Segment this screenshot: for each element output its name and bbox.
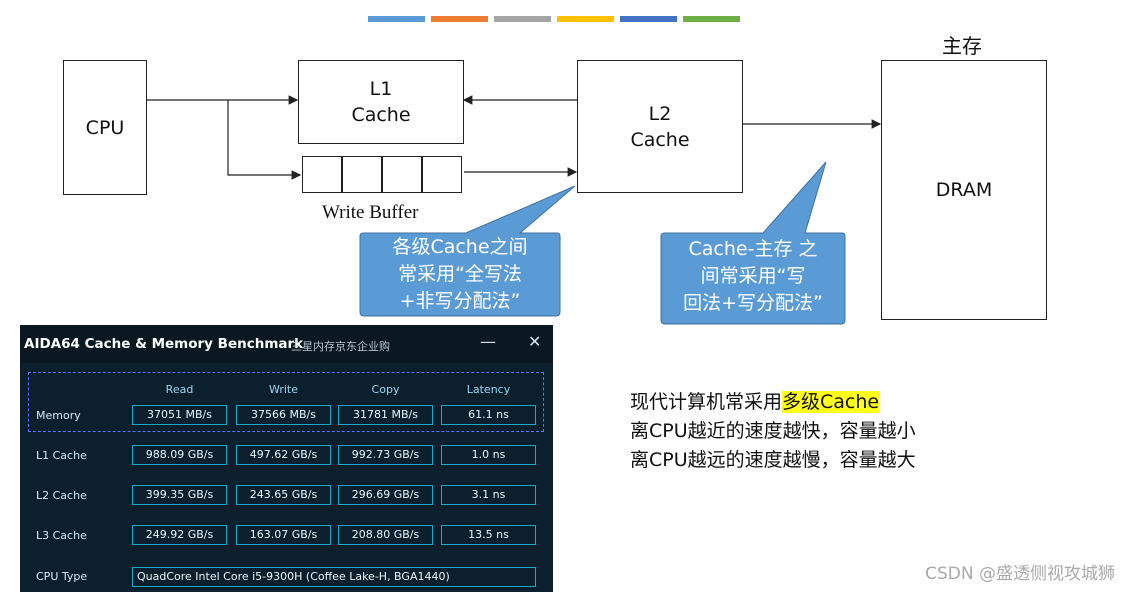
callout-right-text: Cache-主存 之 间常采用“写 回法+写分配法” [683,238,823,314]
aida64-title: AIDA64 Cache & Memory Benchmark [24,336,304,352]
write-buffer-cell [342,156,382,193]
dram-box: DRAM [881,60,1047,320]
write-buffer-cell [302,156,342,193]
memory-row-frame [28,372,544,432]
memory-read-value: 37051 MB/s [132,405,227,425]
l2-cache-box: L2 Cache [577,60,743,193]
top-color-bar-segment [620,16,677,22]
column-header-write: Write [268,383,299,396]
notes-line-1-prefix: 现代计算机常采用 [630,391,783,413]
l3-copy-value: 208.80 GB/s [338,525,433,545]
l2-latency-value: 3.1 ns [441,485,536,505]
close-icon[interactable]: ✕ [528,332,542,351]
top-color-bar-segment [431,16,488,22]
cpu-label: CPU [85,116,125,139]
memory-latency-value: 61.1 ns [441,405,536,425]
write-buffer-label: Write Buffer [322,202,419,223]
notes-highlight: 多级Cache [782,391,880,413]
row-label-l2: L2 Cache [36,489,87,502]
notes-line-1: 现代计算机常采用多级Cache [630,388,916,417]
aida64-subtitle: 三星内存京东企业购 [291,340,390,353]
l2-cache-label: L2 Cache [630,102,690,151]
top-color-bar-segment [494,16,551,22]
top-color-bar-segment [683,16,740,22]
l2-read-value: 399.35 GB/s [132,485,227,505]
callout-right-shape [660,161,846,325]
dram-label: DRAM [935,179,993,201]
memory-write-value: 37566 MB/s [236,405,331,425]
cpu-box: CPU [63,60,147,195]
column-header-latency: Latency [466,383,511,396]
cpu-wb-arrow [227,100,302,180]
callout-left-text: 各级Cache之间 常采用“全写法 +非写分配法” [392,236,528,312]
row-label-memory: Memory [36,409,81,422]
aida64-titlebar [20,325,553,363]
l2-write-value: 243.65 GB/s [236,485,331,505]
write-buffer-cell [382,156,422,193]
aida64-benchmark-window: AIDA64 Cache & Memory Benchmark 三星内存京东企业… [20,325,553,592]
row-label-cpu-type: CPU Type [36,570,88,583]
l1-cache-box: L1 Cache [298,60,464,144]
column-header-copy: Copy [371,383,400,396]
l1-copy-value: 992.73 GB/s [338,445,433,465]
l1-latency-value: 1.0 ns [441,445,536,465]
main-memory-label: 主存 [942,34,982,58]
notes-line-2: 离CPU越近的速度越快，容量越小 [630,420,916,442]
row-label-l3: L3 Cache [36,529,87,542]
top-color-bar-segment [368,16,425,22]
l3-read-value: 249.92 GB/s [132,525,227,545]
l3-latency-value: 13.5 ns [441,525,536,545]
cpu-type-value: QuadCore Intel Core i5-9300H (Coffee Lak… [132,567,536,587]
l3-write-value: 163.07 GB/s [236,525,331,545]
memory-copy-value: 31781 MB/s [338,405,433,425]
l1-read-value: 988.09 GB/s [132,445,227,465]
column-header-read: Read [165,383,194,396]
csdn-watermark: CSDN @盛透侧视攻城狮 [925,564,1115,584]
row-label-l1: L1 Cache [36,449,87,462]
top-color-bar-segment [557,16,614,22]
l1-write-value: 497.62 GB/s [236,445,331,465]
notes-block: 现代计算机常采用多级Cache 离CPU越近的速度越快，容量越小 离CPU越远的… [630,388,916,475]
minimize-icon[interactable]: — [480,332,496,351]
l2-copy-value: 296.69 GB/s [338,485,433,505]
write-buffer-cell [422,156,462,193]
notes-line-3: 离CPU越远的速度越慢，容量越大 [630,449,916,471]
l1-cache-label: L1 Cache [351,78,411,126]
callout-left-shape [359,185,576,317]
